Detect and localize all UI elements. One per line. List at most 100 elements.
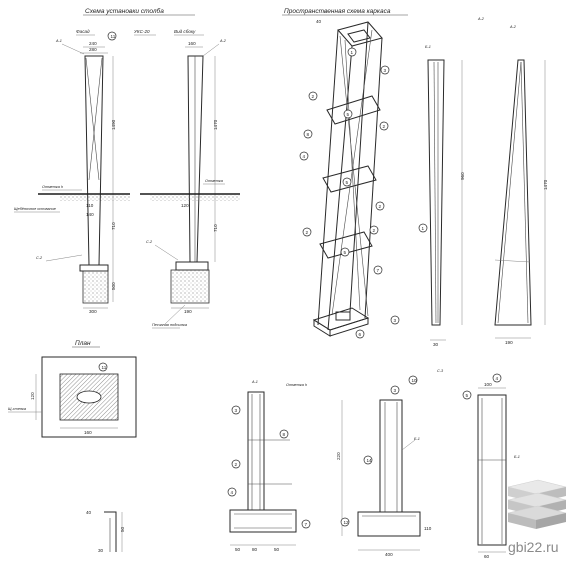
svg-text:5: 5	[347, 112, 350, 117]
section-label-b1: Б-1	[425, 45, 431, 49]
svg-text:5: 5	[346, 180, 349, 185]
svg-text:160: 160	[84, 430, 92, 435]
svg-text:960: 960	[460, 172, 465, 180]
svg-text:11: 11	[102, 365, 107, 370]
svg-text:14: 14	[367, 458, 373, 463]
column-lower	[477, 394, 507, 546]
svg-text:5: 5	[344, 250, 347, 255]
gravel-bed-label: Щебёночное основание	[14, 207, 56, 211]
dim-height: 1470	[213, 119, 218, 130]
mark-label: УКС-20	[134, 29, 150, 34]
title-install-scheme: Схема установки столба	[85, 7, 164, 15]
plan-view: План 11 Щ-стенка 160 120	[8, 340, 137, 438]
svg-text:Б-1: Б-1	[414, 437, 420, 441]
svg-text:4: 4	[231, 490, 234, 495]
svg-text:10: 10	[412, 378, 418, 383]
svg-text:2: 2	[312, 94, 315, 99]
section-lower-right: 4 100 Б-1 5 60	[462, 373, 520, 559]
side-view-label: Вид сбоку	[174, 29, 196, 34]
dim-bottom: 190	[184, 309, 192, 314]
svg-text:50: 50	[120, 526, 125, 532]
svg-text:190: 190	[505, 340, 513, 345]
section-label-c3: С-3	[437, 369, 444, 373]
title-spatial-scheme: Пространственная схема каркаса	[284, 8, 391, 15]
svg-text:12: 12	[344, 520, 350, 525]
column-profile	[494, 59, 532, 326]
svg-text:4: 4	[496, 376, 499, 381]
svg-text:3: 3	[394, 318, 397, 323]
watermark-site: gbi22.ru	[508, 539, 559, 555]
svg-text:1: 1	[351, 50, 354, 55]
dim-mid: 710	[111, 222, 116, 230]
detail-small: 40 50 30	[86, 510, 125, 553]
sand-foundation	[170, 269, 210, 304]
svg-text:400: 400	[385, 552, 393, 557]
section-label-c2: С-2	[146, 240, 153, 244]
column-facade	[84, 55, 104, 266]
section-label-a2-right: А-2	[509, 25, 517, 29]
dim-bottom: 300	[89, 309, 97, 314]
gravel-bed	[150, 195, 240, 201]
stirrup	[326, 95, 381, 125]
watermark-logo: gbi22.ru	[507, 479, 567, 555]
base-plate	[175, 261, 209, 271]
dim-base: 500	[111, 282, 116, 290]
svg-text:100: 100	[484, 382, 492, 387]
svg-text:30: 30	[433, 342, 439, 347]
svg-text:2: 2	[373, 228, 376, 233]
section-a2: А-2 А-2 1470 190	[477, 17, 548, 345]
svg-text:3: 3	[384, 68, 387, 73]
spatial-frame: 40 1 3 2 5 2 8 4 5 2 2 2 5 7 6	[299, 19, 390, 339]
svg-text:5: 5	[466, 393, 469, 398]
svg-text:2: 2	[235, 462, 238, 467]
dim-top: 240	[89, 41, 97, 46]
svg-text:1: 1	[422, 226, 425, 231]
sand-foundation	[82, 270, 109, 304]
dim-small: 120	[181, 203, 189, 208]
wall-label: Щ-стенка	[8, 407, 26, 411]
svg-text:8: 8	[307, 132, 310, 137]
section-label-a2: А-2	[477, 17, 485, 21]
section-b1: Б-1 960 1 3 30	[390, 45, 465, 347]
foundation-slab	[357, 511, 421, 537]
svg-text:3: 3	[394, 388, 397, 393]
section-a1-bottom: А-1 Отметка h 3 8 2 4 7 50 80 50	[227, 380, 311, 552]
svg-text:110: 110	[424, 526, 432, 531]
frame-top	[337, 21, 383, 47]
svg-text:50: 50	[235, 547, 241, 552]
svg-text:2: 2	[306, 230, 309, 235]
svg-text:30: 30	[98, 548, 104, 553]
ground-mark-label: Отметка h	[42, 185, 63, 189]
svg-text:4: 4	[303, 154, 306, 159]
column-section	[427, 59, 445, 326]
plan-column	[76, 390, 102, 404]
dim-small: 140	[86, 212, 94, 217]
section-label-a1: А-1	[55, 39, 62, 43]
svg-text:40: 40	[86, 510, 92, 515]
svg-text:3: 3	[235, 408, 238, 413]
svg-text:1470: 1470	[543, 179, 548, 190]
mark-label-side: Отметка	[205, 179, 223, 183]
dim-small: 110	[86, 203, 94, 208]
mark-label: Отметка h	[286, 383, 307, 387]
dim-top: 160	[188, 41, 196, 46]
sand-label: Песчаная подсыпка	[152, 323, 187, 327]
plan-title: План	[75, 340, 91, 347]
column-lower	[247, 391, 265, 511]
svg-text:50: 50	[274, 547, 280, 552]
dim-top-2: 280	[89, 47, 97, 52]
section-c3: С-3 3 10 Б-1 14 400 220 12 110	[336, 369, 444, 557]
frame-rod	[317, 29, 339, 326]
dim-mid: 710	[213, 224, 218, 232]
svg-text:6: 6	[359, 332, 362, 337]
dim-top: 40	[316, 19, 322, 24]
foundation-slab	[229, 509, 297, 533]
svg-text:7: 7	[305, 522, 308, 527]
callout-bubble	[107, 31, 117, 41]
callout-number: 11	[111, 34, 116, 39]
svg-text:2: 2	[383, 124, 386, 129]
base-plate	[79, 264, 109, 272]
svg-text:8: 8	[283, 432, 286, 437]
svg-text:120: 120	[30, 392, 35, 400]
